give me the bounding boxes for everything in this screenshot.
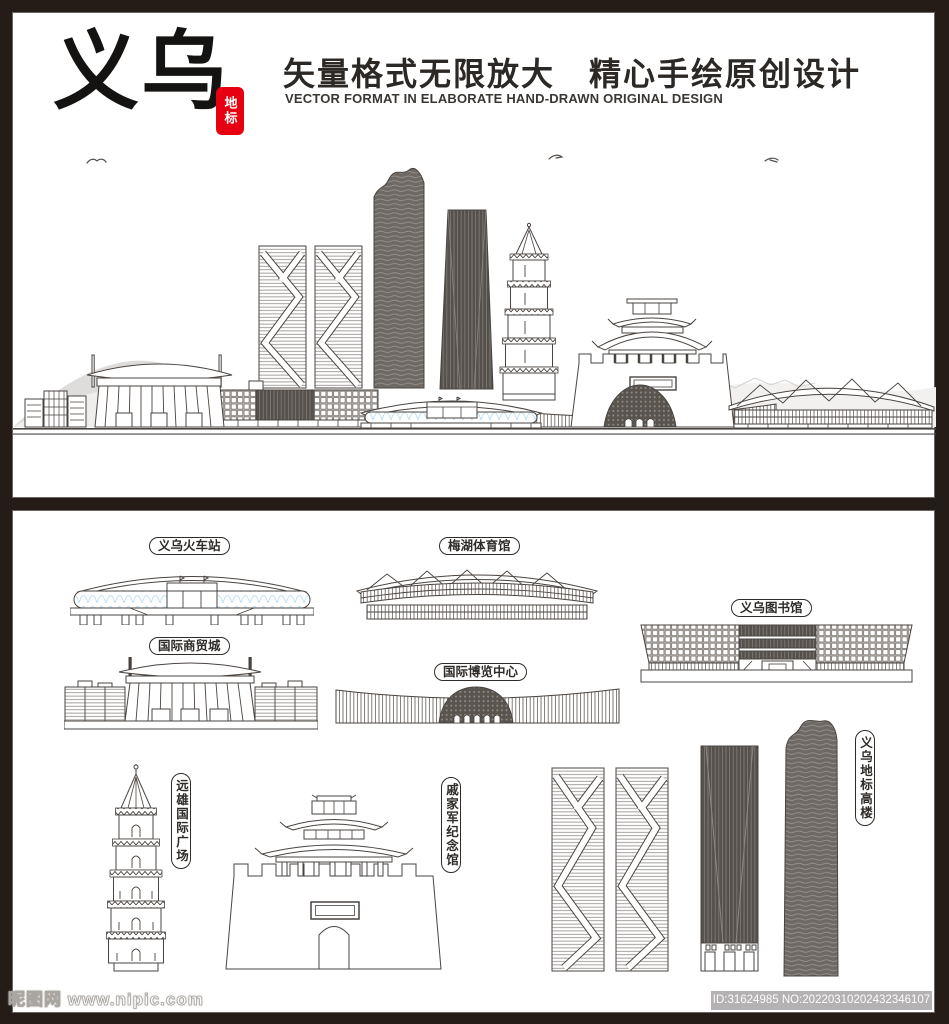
skyline-panel: 义乌 地标 矢量格式无限放大 精心手绘原创设计 VECTOR FORMAT IN… <box>12 12 936 498</box>
label-meihu-stadium: 梅湖体育馆 <box>439 537 520 555</box>
label-landmark-towers: 义乌地标高楼 <box>855 730 875 826</box>
label-farglory-plaza: 远雄国际广场 <box>171 773 191 869</box>
label-qijiajun-memorial: 戚家军纪念馆 <box>441 777 461 873</box>
label-expo-center: 国际博览中心 <box>434 663 528 681</box>
watermark-site: 昵图网 www.nipic.com <box>8 990 204 1010</box>
figure-gate-tower <box>225 794 442 970</box>
title-chinese: 矢量格式无限放大 精心手绘原创设计 <box>283 56 862 92</box>
seal-text: 地标 <box>222 96 238 126</box>
skyline-stadium <box>728 378 935 429</box>
skyline-wavy-tower <box>373 168 425 389</box>
figure-yiwu-library <box>640 624 913 683</box>
skyline-pagoda <box>499 222 559 401</box>
skyline-twin-towers <box>258 245 363 389</box>
figure-trade-city <box>64 657 318 730</box>
label-yiwu-library: 义乌图书馆 <box>731 599 812 617</box>
ground-lines <box>13 428 936 435</box>
skyline-railway-station <box>359 396 543 429</box>
skyline-illustration <box>13 154 936 435</box>
title-english: VECTOR FORMAT IN ELABORATE HAND-DRAWN OR… <box>285 91 723 106</box>
skyline-trade-city <box>86 354 233 428</box>
skyline-dark-tower <box>439 209 494 390</box>
figure-meihu-stadium <box>355 569 599 620</box>
skyline-low-blocks <box>24 390 87 428</box>
city-name: 义乌 <box>53 24 229 120</box>
figure-railway-station <box>70 575 314 625</box>
label-trade-city: 国际商贸城 <box>149 637 230 655</box>
figure-wavy-tower <box>783 720 839 977</box>
landmarks-panel: 义乌火车站 梅湖体育馆 义乌图书馆 国际商贸城 国际博览中心 远雄国际广场 戚家… <box>12 510 935 1013</box>
figure-twin-towers <box>551 767 669 972</box>
label-railway-station: 义乌火车站 <box>149 537 230 555</box>
birds-icon <box>86 154 779 164</box>
figure-pagoda <box>106 764 166 972</box>
landmark-seal: 地标 <box>216 87 244 135</box>
skyline-expo-dome <box>603 384 677 428</box>
figure-expo-center <box>335 686 620 724</box>
watermark-id-badge: ID:31624985 NO:20220310202432346107 <box>711 991 932 1010</box>
figure-dark-tower <box>700 745 759 972</box>
